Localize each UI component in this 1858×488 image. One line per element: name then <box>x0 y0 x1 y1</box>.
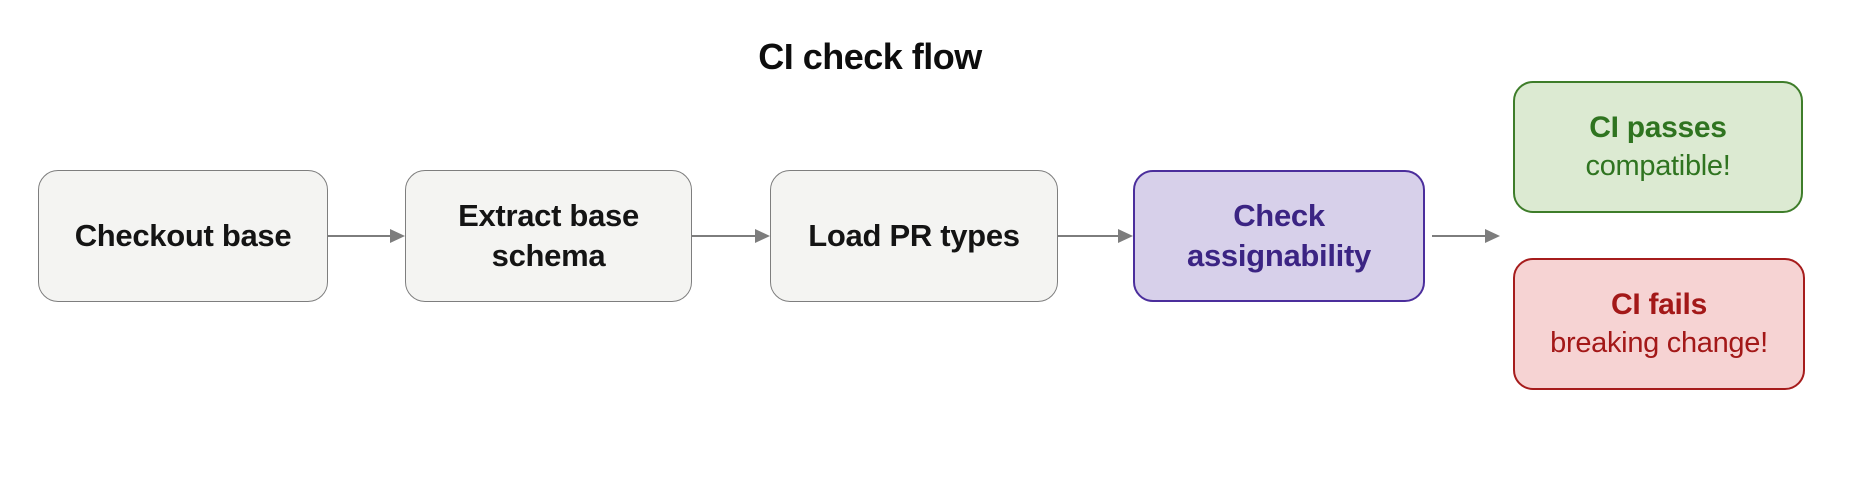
arrowhead-icon <box>1118 229 1133 243</box>
flow-node-check-assignability: Check assignability <box>1133 170 1425 302</box>
diagram-title: CI check flow <box>758 36 982 77</box>
outcome-label: CI passes <box>1589 111 1727 144</box>
flow-node-label: Check assignability <box>1187 198 1371 273</box>
flow-node-checkout-base: Checkout base <box>38 170 328 302</box>
arrowhead-icon <box>755 229 770 243</box>
arrowhead-icon <box>390 229 405 243</box>
flow-node-label: Extract base schema <box>458 198 639 273</box>
flow-arrow-extract-to-load <box>692 229 770 243</box>
flow-node-load-pr-types: Load PR types <box>770 170 1058 302</box>
flow-node-extract-base-schema: Extract base schema <box>405 170 692 302</box>
flow-arrow-load-to-check <box>1058 229 1133 243</box>
arrowhead-icon <box>1485 229 1500 243</box>
flow-node-label: Checkout base <box>74 218 292 253</box>
flow-arrow-check-to-outcomes <box>1432 229 1500 243</box>
outcome-ci-fails: CI fails breaking change! <box>1513 258 1805 390</box>
outcome-ci-passes: CI passes compatible! <box>1513 81 1803 213</box>
outcome-sublabel: compatible! <box>1585 150 1731 182</box>
flow-node-label: Load PR types <box>808 218 1020 253</box>
flow-arrow-checkout-to-extract <box>328 229 405 243</box>
outcome-sublabel: breaking change! <box>1550 327 1768 359</box>
outcome-label: CI fails <box>1611 288 1707 321</box>
